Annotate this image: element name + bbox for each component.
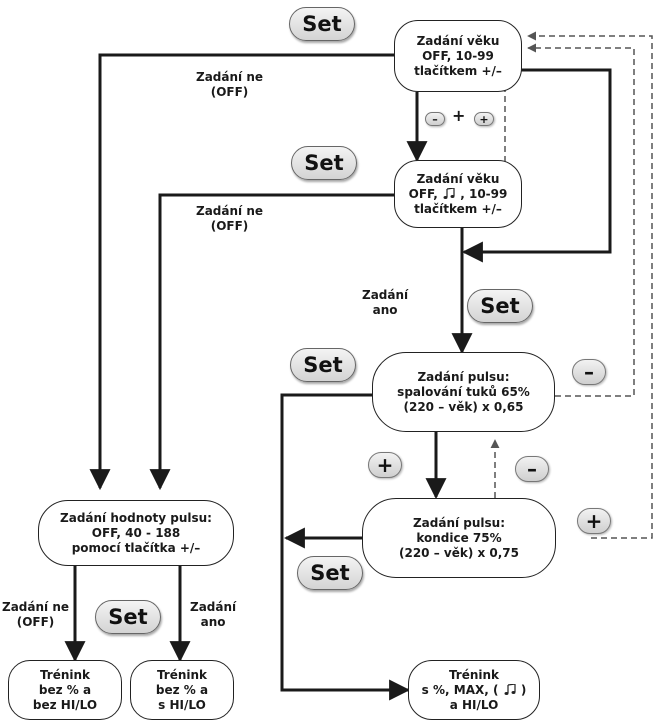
box-line-with-icon: OFF, , 10-99 bbox=[409, 187, 508, 202]
box-line: (220 – věk) x 0,75 bbox=[398, 545, 520, 560]
box-line: Trénink bbox=[39, 667, 91, 682]
box-line: pomocí tlačítka +/– bbox=[71, 540, 201, 555]
label-entry-no-off: Zadání ne (OFF) bbox=[2, 600, 69, 630]
box-pulse-fat-burning: Zadání pulsu: spalování tuků 65% (220 – … bbox=[372, 352, 555, 432]
dash-condition-return bbox=[527, 31, 653, 539]
box-line: tlačítkem +/– bbox=[414, 201, 502, 216]
set-button[interactable]: Set bbox=[291, 146, 357, 180]
box-line-pre: OFF, bbox=[408, 186, 438, 201]
box-line: Zadání věku bbox=[416, 171, 500, 186]
line-age1-to-pulse-value bbox=[89, 53, 395, 491]
label-line: Zadání ne bbox=[196, 70, 264, 84]
dash-fat-return bbox=[527, 43, 635, 397]
box-line: spalování tuků 65% bbox=[397, 384, 530, 399]
line-fat-trunk bbox=[280, 393, 411, 701]
box-training-max: Trénink s %, MAX, ( ) a HI/LO bbox=[408, 660, 540, 720]
label-line: ano bbox=[200, 615, 226, 629]
box-training-hilo: Trénink bez % a s HI/LO bbox=[130, 660, 234, 720]
box-pulse-condition: Zadání pulsu: kondice 75% (220 – věk) x … bbox=[362, 498, 556, 578]
set-button[interactable]: Set bbox=[95, 600, 161, 634]
line-age1-loop bbox=[461, 68, 612, 263]
box-line: Zadání pulsu: bbox=[412, 515, 506, 530]
box-line: bez HI/LO bbox=[32, 697, 98, 712]
box-line: tlačítkem +/– bbox=[414, 63, 502, 78]
minus-button[interactable]: – bbox=[572, 359, 606, 385]
box-line-with-icon: s %, MAX, ( ) bbox=[422, 683, 527, 698]
box-line: Zadání věku bbox=[416, 33, 500, 48]
music-note-icon bbox=[443, 188, 455, 199]
box-line: OFF, 10-99 bbox=[422, 48, 494, 63]
label-line: (OFF) bbox=[16, 615, 55, 629]
set-button[interactable]: Set bbox=[467, 289, 533, 323]
box-line: a HI/LO bbox=[449, 697, 499, 712]
minus-button[interactable]: – bbox=[515, 456, 549, 482]
label-entry-no-off: Zadání ne (OFF) bbox=[196, 70, 263, 100]
label-line: (OFF) bbox=[210, 85, 249, 99]
label-entry-no-off: Zadání ne (OFF) bbox=[196, 204, 263, 234]
box-line: bez % a bbox=[38, 682, 92, 697]
line-age2-to-pulse-value bbox=[149, 193, 395, 491]
plus-button[interactable]: + bbox=[577, 508, 611, 534]
set-button[interactable]: Set bbox=[297, 556, 363, 590]
box-pulse-value-entry: Zadání hodnoty pulsu: OFF, 40 - 188 pomo… bbox=[38, 500, 234, 566]
box-line: Trénink bbox=[156, 667, 208, 682]
label-entry-yes: Zadání ano bbox=[362, 288, 408, 318]
minus-button-small[interactable]: – bbox=[425, 112, 445, 126]
box-line: OFF, 40 - 188 bbox=[91, 525, 181, 540]
box-line-post: , 10-99 bbox=[460, 186, 508, 201]
plus-button-small[interactable]: + bbox=[474, 112, 494, 126]
box-line: Zadání hodnoty pulsu: bbox=[60, 510, 212, 525]
box-line: Zadání pulsu: bbox=[417, 369, 510, 384]
plus-sign-label: + bbox=[452, 106, 466, 125]
box-line: Trénink bbox=[448, 667, 500, 682]
label-line: Zadání ne bbox=[2, 600, 70, 614]
box-line: kondice 75% bbox=[416, 530, 502, 545]
label-line: Zadání ne bbox=[196, 204, 264, 218]
box-age-entry-alarm: Zadání věku OFF, , 10-99 tlačítkem +/– bbox=[394, 160, 522, 228]
label-line: Zadání bbox=[190, 600, 237, 614]
label-line: (OFF) bbox=[210, 219, 249, 233]
set-button[interactable]: Set bbox=[289, 7, 355, 41]
box-training-no-hilo: Trénink bez % a bez HI/LO bbox=[8, 660, 122, 720]
plus-button[interactable]: + bbox=[368, 452, 402, 478]
box-age-entry-off: Zadání věku OFF, 10-99 tlačítkem +/– bbox=[394, 20, 522, 92]
box-line: s HI/LO bbox=[158, 697, 206, 712]
box-line-pre: s %, MAX, ( bbox=[421, 682, 499, 697]
label-line: ano bbox=[372, 303, 398, 317]
box-line: bez % a bbox=[155, 682, 209, 697]
box-line: (220 – věk) x 0,65 bbox=[403, 399, 524, 414]
set-button[interactable]: Set bbox=[290, 348, 356, 382]
label-entry-yes: Zadání ano bbox=[190, 600, 236, 630]
box-line-post: ) bbox=[520, 682, 527, 697]
label-line: Zadání bbox=[362, 288, 409, 302]
music-note-icon bbox=[504, 684, 516, 695]
